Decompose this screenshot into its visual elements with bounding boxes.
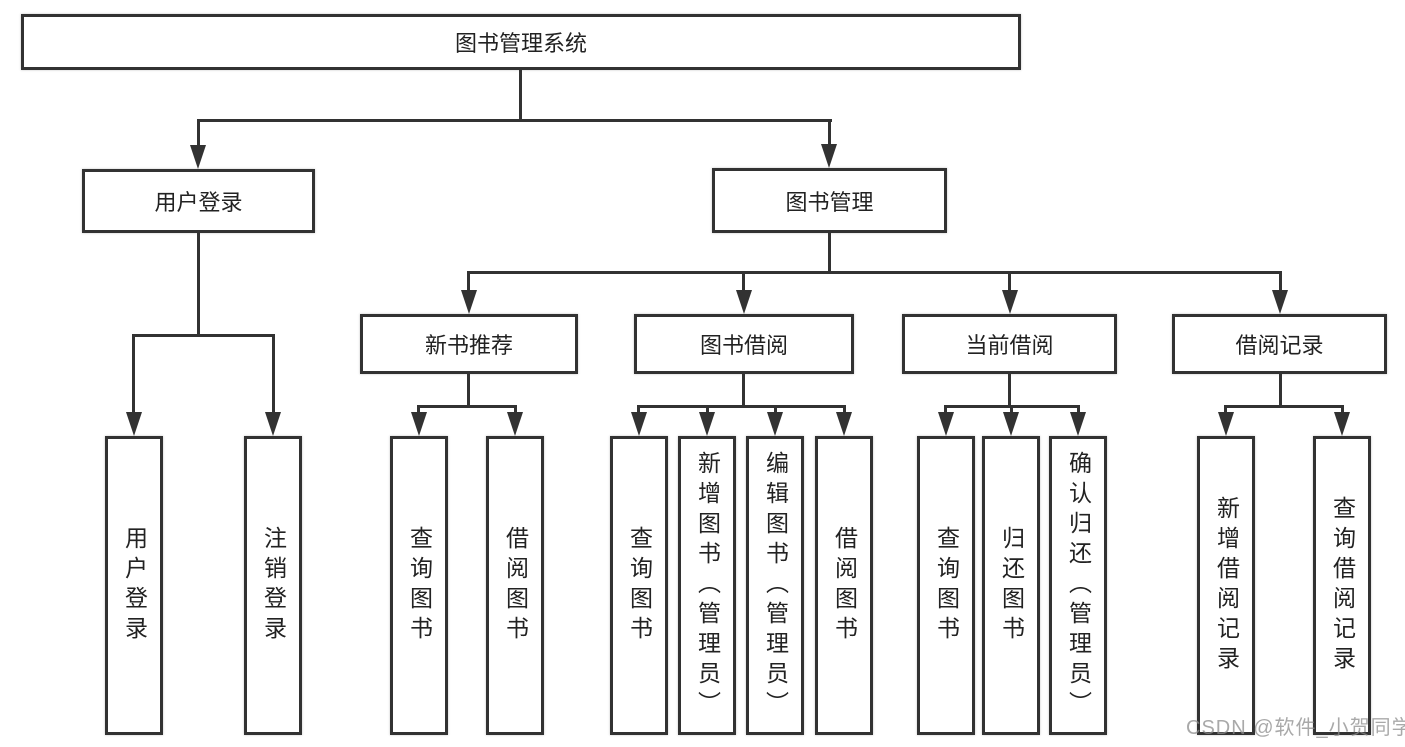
- connector-line: [774, 405, 777, 415]
- connector-line: [828, 233, 831, 273]
- leaf-return-book: 归还图书: [982, 436, 1040, 735]
- leaf-borrow-books-1-label: 借阅图书: [502, 525, 529, 646]
- leaf-add-borrow-record: 新增借阅记录: [1197, 436, 1255, 735]
- leaf-confirm-return-admin-label: 确认归还（管理员）: [1065, 450, 1092, 721]
- leaf-query-books-1: 查询图书: [390, 436, 448, 735]
- node-current-borrow: 当前借阅: [902, 314, 1117, 374]
- connector-line: [1279, 271, 1282, 292]
- node-borrow-records: 借阅记录: [1172, 314, 1387, 374]
- connector-line: [467, 271, 470, 292]
- connector-line: [843, 405, 846, 415]
- arrow-down-icon: [1070, 412, 1086, 436]
- connector-line: [197, 119, 832, 122]
- connector-line: [519, 70, 522, 120]
- connector-line: [1341, 405, 1344, 415]
- leaf-user-login-label: 用户登录: [121, 525, 148, 646]
- leaf-query-books-3-label: 查询图书: [933, 525, 960, 646]
- arrow-down-icon: [1272, 290, 1288, 314]
- node-book-management: 图书管理: [712, 168, 947, 233]
- connector-line: [1224, 405, 1227, 415]
- arrow-down-icon: [1334, 412, 1350, 436]
- arrow-down-icon: [767, 412, 783, 436]
- leaf-logout-label: 注销登录: [260, 525, 287, 646]
- node-new-book-recommend: 新书推荐: [360, 314, 578, 374]
- node-current-borrow-label: 当前借阅: [965, 333, 1054, 358]
- node-root-label: 图书管理系统: [454, 31, 587, 56]
- connector-line: [637, 405, 640, 415]
- connector-line: [467, 271, 1282, 274]
- leaf-query-books-1-label: 查询图书: [406, 525, 433, 646]
- arrow-down-icon: [631, 412, 647, 436]
- node-user-login: 用户登录: [82, 169, 315, 233]
- leaf-edit-book-admin-label: 编辑图书（管理员）: [762, 450, 789, 721]
- leaf-borrow-books-2: 借阅图书: [815, 436, 873, 735]
- arrow-down-icon: [507, 412, 523, 436]
- connector-line: [132, 334, 135, 414]
- connector-line: [1010, 405, 1013, 415]
- connector-line: [1279, 374, 1282, 408]
- leaf-query-books-2-label: 查询图书: [626, 525, 653, 646]
- leaf-add-book-admin-label: 新增图书（管理员）: [694, 450, 721, 721]
- connector-line: [1008, 271, 1011, 292]
- leaf-edit-book-admin: 编辑图书（管理员）: [746, 436, 804, 735]
- node-root: 图书管理系统: [21, 14, 1021, 70]
- arrow-down-icon: [836, 412, 852, 436]
- node-new-book-recommend-label: 新书推荐: [424, 333, 513, 358]
- connector-line: [1224, 405, 1344, 408]
- connector-line: [132, 334, 275, 337]
- connector-line: [944, 405, 947, 415]
- leaf-confirm-return-admin: 确认归还（管理员）: [1049, 436, 1107, 735]
- leaf-query-borrow-record-label: 查询借阅记录: [1329, 495, 1356, 676]
- connector-line: [742, 374, 745, 408]
- arrow-down-icon: [1218, 412, 1234, 436]
- connector-line: [706, 405, 709, 415]
- node-book-borrow-label: 图书借阅: [699, 333, 788, 358]
- leaf-user-login: 用户登录: [105, 436, 163, 735]
- connector-line: [197, 233, 200, 336]
- connector-line: [1077, 405, 1080, 415]
- arrow-down-icon: [821, 144, 837, 168]
- watermark-text: CSDN @软件_小贺同学: [1186, 717, 1405, 739]
- connector-line: [514, 405, 517, 415]
- node-book-borrow: 图书借阅: [634, 314, 854, 374]
- leaf-query-borrow-record: 查询借阅记录: [1313, 436, 1371, 735]
- connector-line: [828, 119, 831, 150]
- arrow-down-icon: [126, 412, 142, 436]
- arrow-down-icon: [461, 290, 477, 314]
- node-book-management-label: 图书管理: [785, 189, 874, 215]
- node-user-login-label: 用户登录: [154, 190, 243, 215]
- connector-line: [197, 119, 200, 150]
- arrow-down-icon: [699, 412, 715, 436]
- leaf-logout: 注销登录: [244, 436, 302, 735]
- connector-line: [417, 405, 420, 415]
- connector-line: [742, 271, 745, 292]
- connector-line: [272, 334, 275, 414]
- leaf-borrow-books-2-label: 借阅图书: [831, 525, 858, 646]
- connector-line: [637, 405, 846, 408]
- leaf-return-book-label: 归还图书: [998, 525, 1025, 646]
- leaf-query-books-3: 查询图书: [917, 436, 975, 735]
- connector-line: [417, 405, 517, 408]
- connector-line: [1008, 374, 1011, 408]
- arrow-down-icon: [736, 290, 752, 314]
- connector-line: [467, 374, 470, 408]
- arrow-down-icon: [1002, 290, 1018, 314]
- leaf-add-book-admin: 新增图书（管理员）: [678, 436, 736, 735]
- leaf-add-borrow-record-label: 新增借阅记录: [1213, 495, 1240, 676]
- node-borrow-records-label: 借阅记录: [1235, 333, 1324, 358]
- leaf-borrow-books-1: 借阅图书: [486, 436, 544, 735]
- arrow-down-icon: [938, 412, 954, 436]
- arrow-down-icon: [1003, 412, 1019, 436]
- leaf-query-books-2: 查询图书: [610, 436, 668, 735]
- arrow-down-icon: [190, 145, 206, 169]
- arrow-down-icon: [265, 412, 281, 436]
- arrow-down-icon: [411, 412, 427, 436]
